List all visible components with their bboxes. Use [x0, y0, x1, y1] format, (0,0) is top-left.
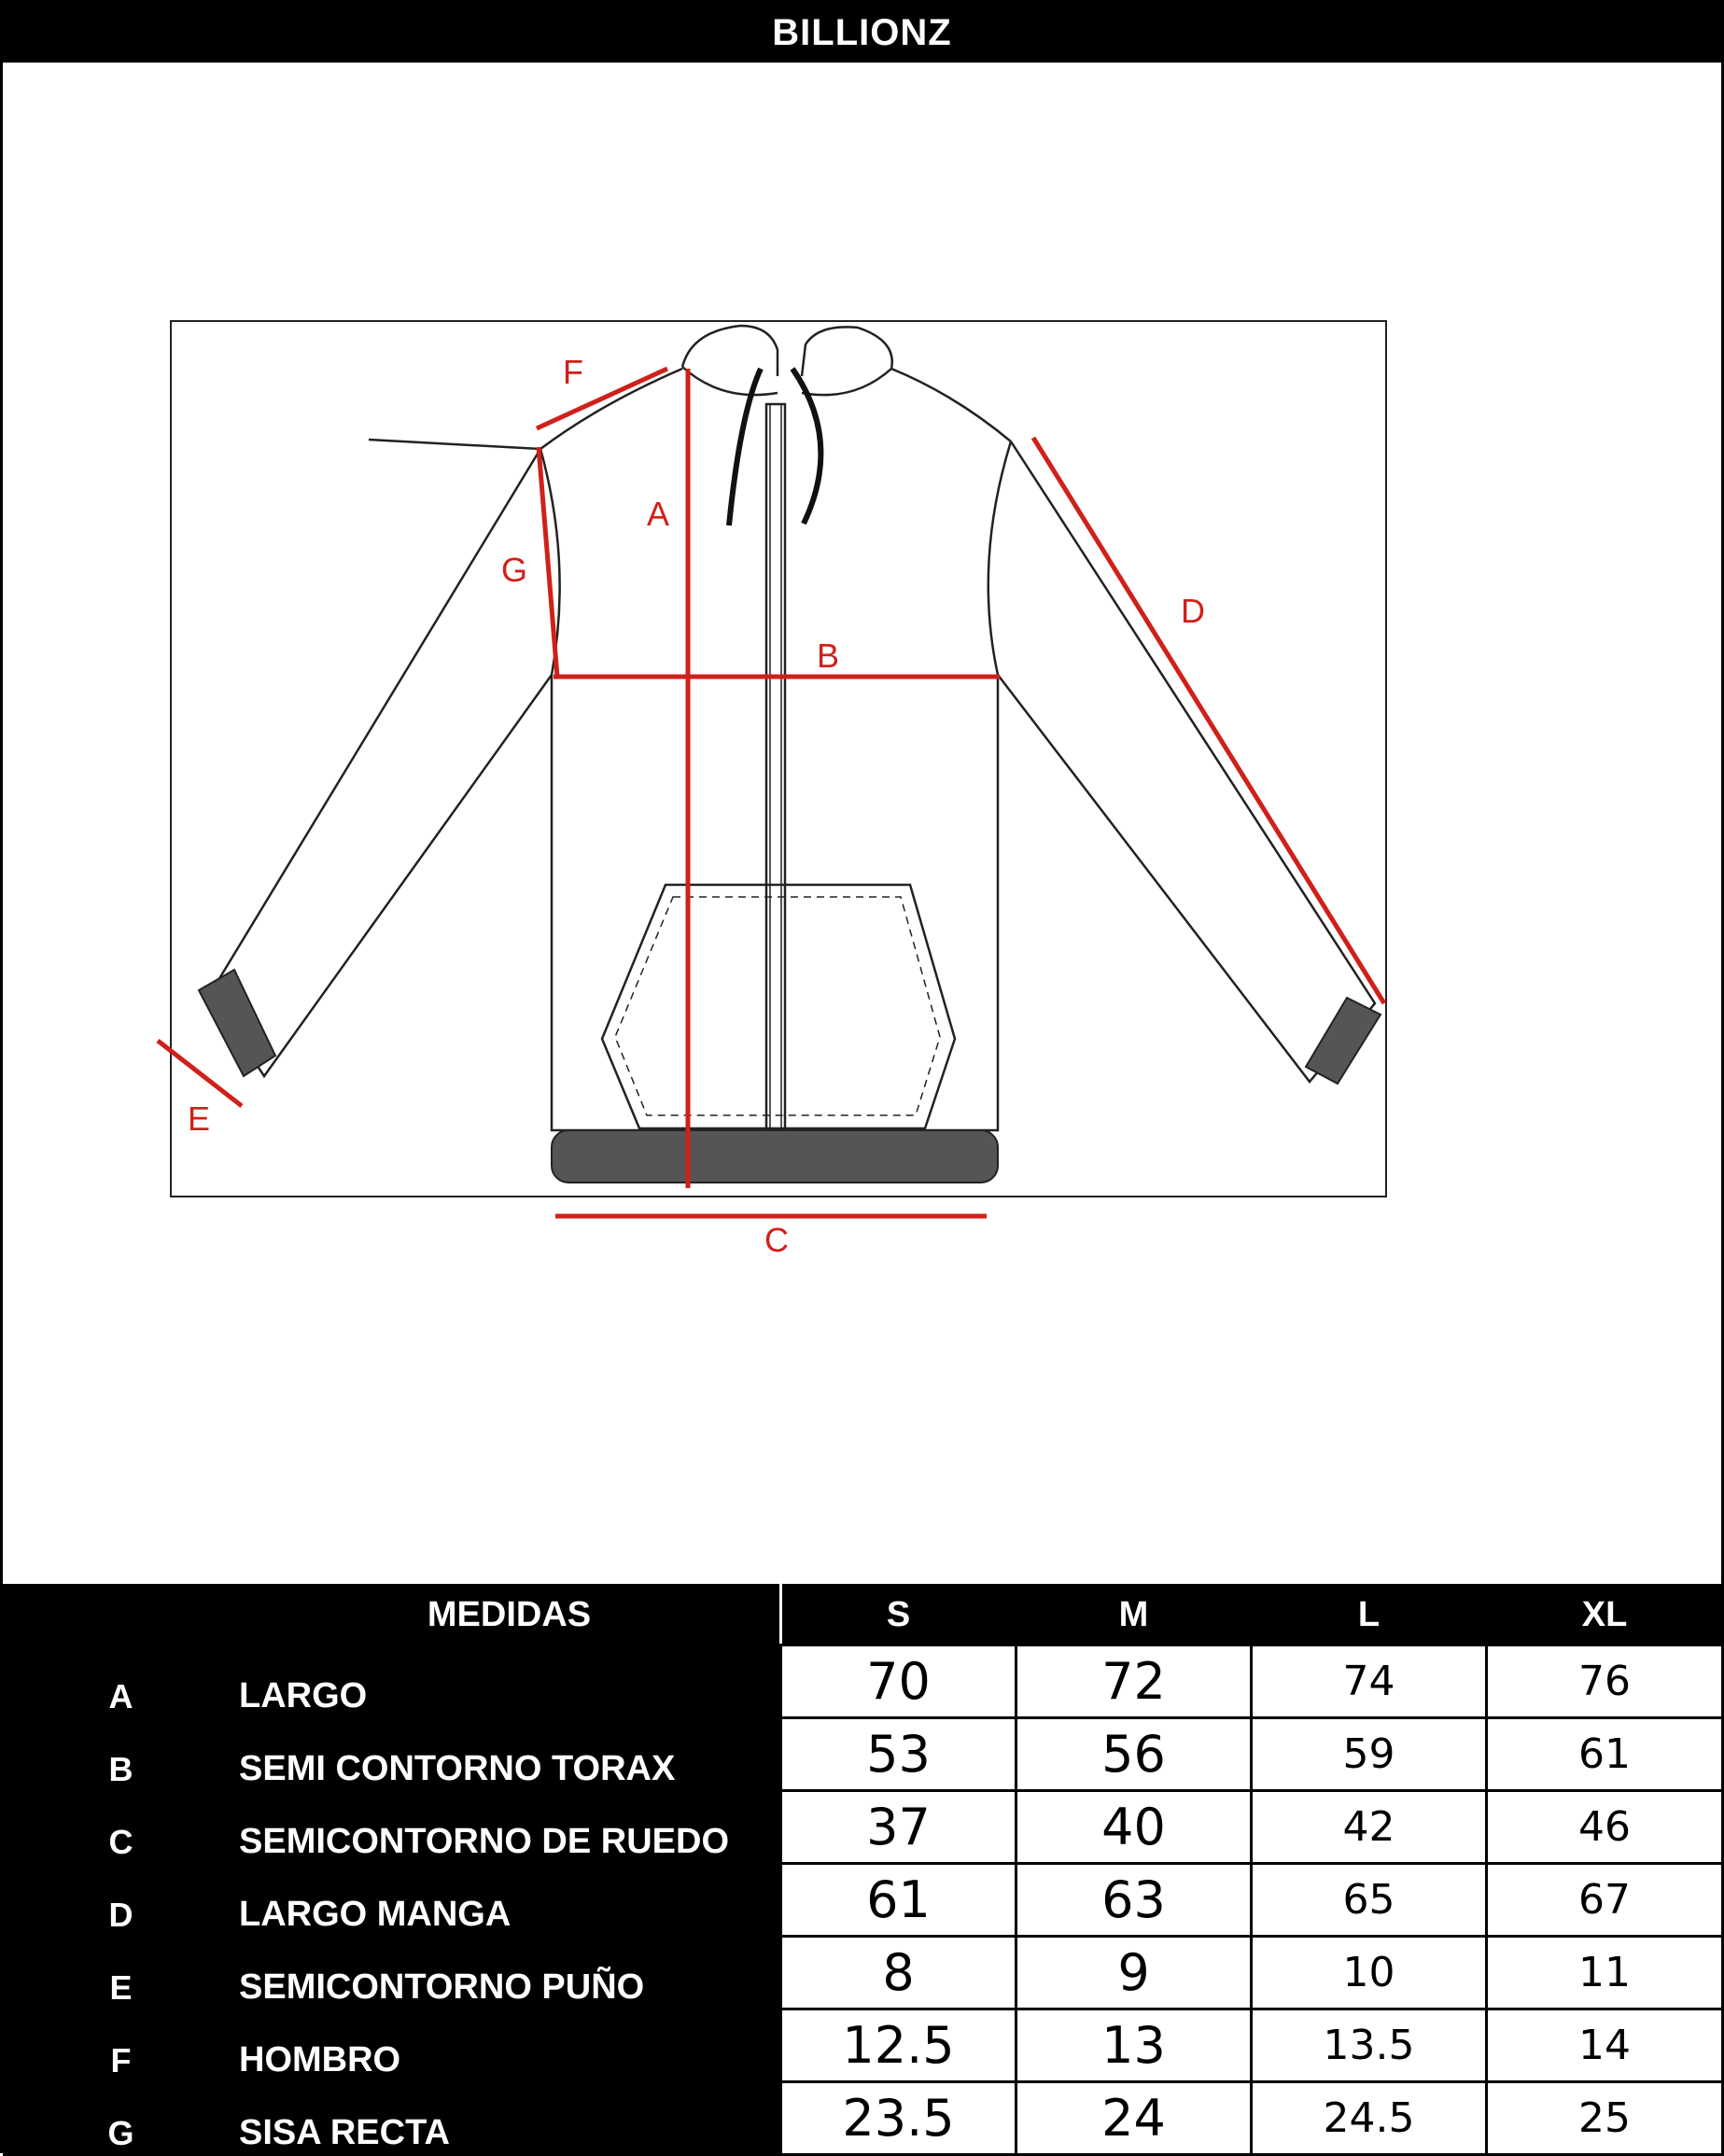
label-d: D [1181, 592, 1205, 630]
value-s: 8 [779, 1935, 1017, 2010]
value-l: 59 [1250, 1716, 1488, 1792]
table-row: B SEMI CONTORNO TORAX 53 56 59 61 [3, 1716, 1724, 1792]
header-medidas: MEDIDAS [236, 1584, 782, 1646]
row-code: A [3, 1644, 239, 1719]
value-xl: 11 [1485, 1935, 1724, 2010]
right-cuff [1304, 996, 1382, 1085]
value-s: 12.5 [779, 2008, 1017, 2083]
table-row: F HOMBRO 12.5 13 13.5 14 [3, 2008, 1724, 2083]
value-m: 72 [1015, 1644, 1253, 1719]
table-row: G SISA RECTA 23.5 24 24.5 25 [3, 2080, 1724, 2156]
row-measure-name: LARGO MANGA [236, 1862, 782, 1938]
row-code: E [3, 1935, 239, 2010]
brand-title: BILLIONZ [3, 3, 1721, 63]
value-s: 37 [779, 1789, 1017, 1865]
row-measure-name: SISA RECTA [236, 2080, 782, 2156]
header-size-s: S [779, 1584, 1017, 1646]
drawstring-right [790, 367, 824, 525]
value-xl: 67 [1485, 1862, 1724, 1938]
table-header-row: MEDIDAS S M L XL [3, 1584, 1724, 1646]
value-xl: 14 [1485, 2008, 1724, 2083]
hood-neck [681, 366, 892, 397]
value-s: 61 [779, 1862, 1017, 1938]
value-m: 13 [1015, 2008, 1253, 2083]
row-code: F [3, 2008, 239, 2083]
header-size-xl: XL [1485, 1584, 1724, 1646]
row-code: D [3, 1862, 239, 1938]
garment-diagram: F A G B D E C [3, 63, 1721, 1584]
row-measure-name: LARGO [236, 1644, 782, 1719]
row-code: B [3, 1716, 239, 1792]
label-b: B [817, 637, 839, 675]
value-xl: 76 [1485, 1644, 1724, 1719]
value-s: 70 [779, 1644, 1017, 1719]
label-a: A [647, 495, 669, 533]
value-s: 53 [779, 1716, 1017, 1792]
value-l: 42 [1250, 1789, 1488, 1865]
table-row: D LARGO MANGA 61 63 65 67 [3, 1862, 1724, 1938]
value-s: 23.5 [779, 2080, 1017, 2156]
label-f: F [563, 353, 583, 391]
hood-left [680, 324, 779, 376]
header-size-m: M [1015, 1584, 1253, 1646]
row-measure-name: SEMICONTORNO DE RUEDO [236, 1789, 782, 1865]
value-xl: 46 [1485, 1789, 1724, 1865]
table-row: E SEMICONTORNO PUÑO 8 9 10 11 [3, 1935, 1724, 2010]
header-code [3, 1584, 239, 1646]
value-xl: 61 [1485, 1716, 1724, 1792]
value-m: 24 [1015, 2080, 1253, 2156]
kangaroo-pocket [600, 883, 957, 1130]
header-size-l: L [1250, 1584, 1488, 1646]
row-code: G [3, 2080, 239, 2156]
value-l: 24.5 [1250, 2080, 1488, 2156]
row-measure-name: SEMI CONTORNO TORAX [236, 1716, 782, 1792]
table-row: C SEMICONTORNO DE RUEDO 37 40 42 46 [3, 1789, 1724, 1865]
value-m: 63 [1015, 1862, 1253, 1938]
hoodie-illustration: F A G B D E C [156, 320, 1387, 1259]
measure-g [536, 446, 560, 678]
waist-rib [551, 1129, 999, 1183]
label-c: C [764, 1221, 789, 1259]
value-l: 13.5 [1250, 2008, 1488, 2083]
drawstring-left [726, 367, 764, 526]
value-xl: 25 [1485, 2080, 1724, 2156]
label-g: G [501, 551, 527, 589]
hood-right [800, 326, 893, 377]
value-l: 74 [1250, 1644, 1488, 1719]
value-l: 65 [1250, 1862, 1488, 1938]
measure-d [1030, 436, 1387, 1005]
value-m: 40 [1015, 1789, 1253, 1865]
size-table: MEDIDAS S M L XL A LARGO 70 72 74 76 B S… [3, 1584, 1724, 2156]
row-measure-name: SEMICONTORNO PUÑO [236, 1935, 782, 2010]
row-code: C [3, 1789, 239, 1865]
value-l: 10 [1250, 1935, 1488, 2010]
measurement-lines [156, 366, 1387, 1219]
value-m: 9 [1015, 1935, 1253, 2010]
value-m: 56 [1015, 1716, 1253, 1792]
right-armhole [987, 441, 1013, 676]
diagram-frame [170, 320, 1387, 1197]
row-measure-name: HOMBRO [236, 2008, 782, 2083]
label-e: E [188, 1099, 210, 1138]
measure-e [156, 1039, 244, 1108]
measure-f [535, 366, 669, 431]
left-cuff [197, 968, 277, 1078]
table-row: A LARGO 70 72 74 76 [3, 1644, 1724, 1719]
